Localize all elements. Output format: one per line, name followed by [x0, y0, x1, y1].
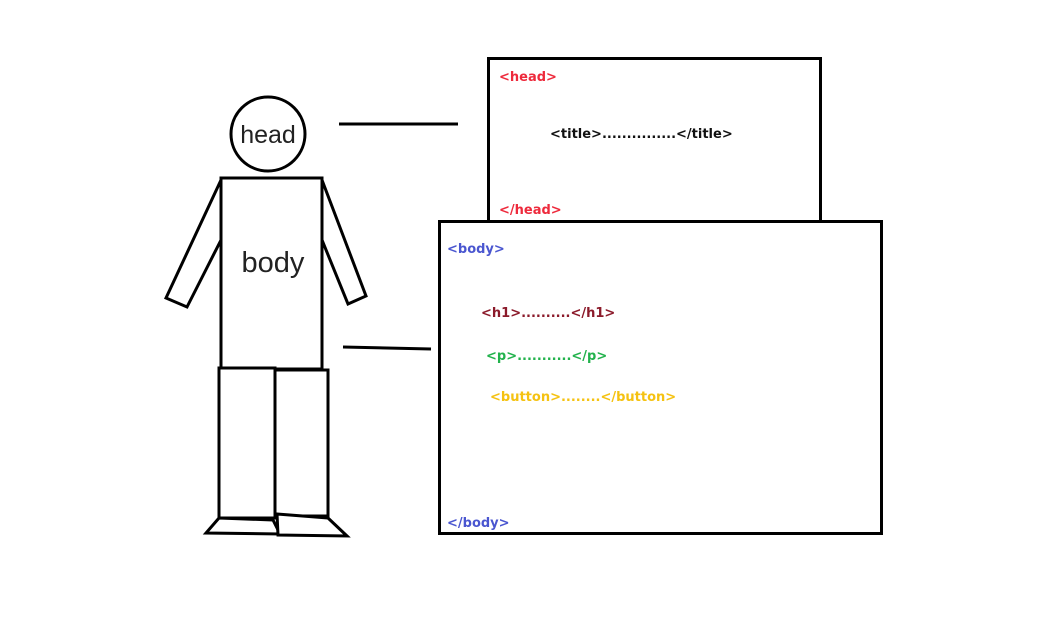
- p-line: <p>...........</p>: [486, 349, 608, 364]
- figure-left-leg: [217, 366, 277, 520]
- figure-body-label: body: [242, 247, 305, 279]
- figure-right-leg: [273, 368, 330, 518]
- body-code-box: <body> <h1>..........</h1> <p>..........…: [438, 220, 883, 535]
- body-connector-line: [342, 345, 432, 351]
- figure-left-arm: [163, 179, 223, 309]
- figure-right-arm: [320, 179, 368, 306]
- title-line: <title>...............</title>: [550, 127, 733, 142]
- body-open-tag: <body>: [447, 242, 505, 257]
- figure-left-foot: [202, 516, 283, 536]
- h1-line: <h1>..........</h1>: [481, 306, 616, 321]
- figure-head-circle: [229, 95, 307, 173]
- head-close-tag: </head>: [499, 203, 562, 218]
- figure-right-foot: [275, 512, 351, 538]
- head-code-box: <head> <title>...............</title> </…: [487, 57, 822, 223]
- button-line: <button>........</button>: [490, 390, 677, 405]
- body-close-tag: </body>: [447, 516, 510, 531]
- figure-head-label: head: [240, 121, 296, 149]
- head-open-tag: <head>: [499, 70, 557, 85]
